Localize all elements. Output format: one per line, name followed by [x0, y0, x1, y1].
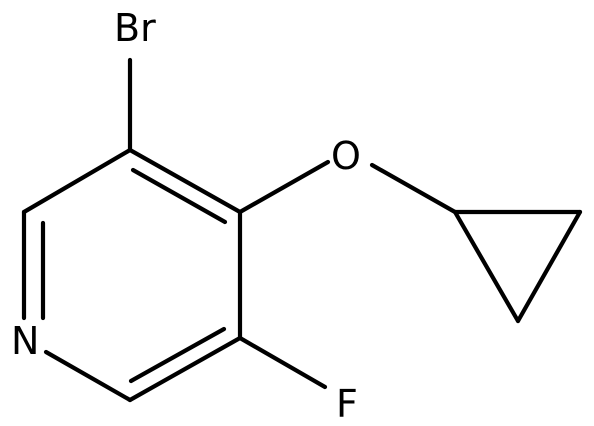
bond-c6-n1 — [43, 349, 133, 403]
bond-o-ch — [369, 162, 458, 215]
bond-c4-o — [237, 159, 331, 215]
bond-c2-c3 — [21, 147, 133, 215]
atom-label-n: N — [11, 319, 39, 363]
bond-c5-f — [237, 335, 328, 390]
bond-c3-c4 — [127, 147, 243, 215]
bond-cp-c — [452, 209, 521, 324]
bond-c5-c6 — [127, 335, 243, 403]
bond-c3-c4-inner — [130, 167, 228, 225]
bond-c5-c6-inner — [128, 326, 227, 384]
atom-label-o: O — [331, 134, 361, 178]
bond-cp-b — [515, 209, 583, 324]
atom-label-br: Br — [114, 6, 156, 50]
atom-label-f: F — [336, 382, 358, 426]
